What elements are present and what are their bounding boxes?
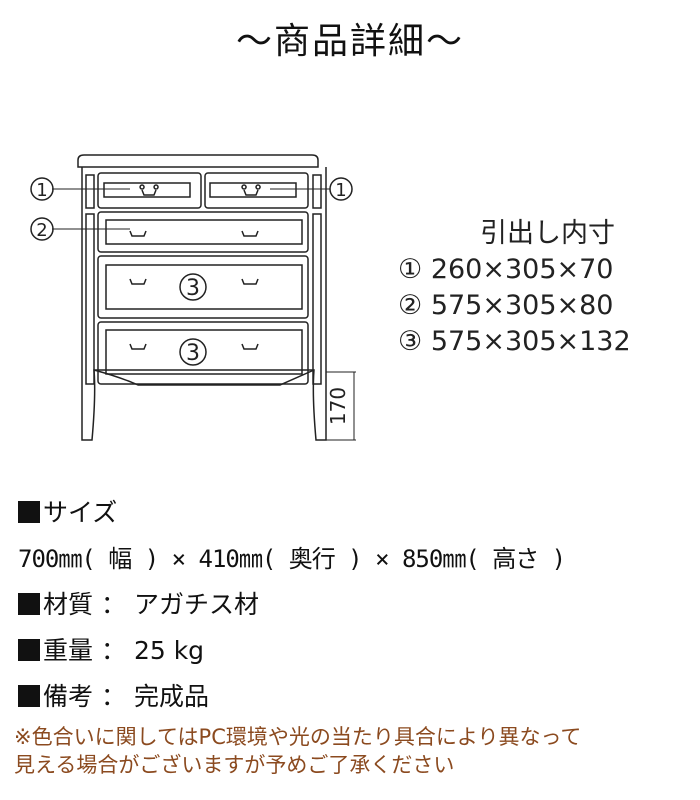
remarks-row: 備考 ： 完成品 — [18, 674, 565, 720]
svg-text:3: 3 — [186, 341, 200, 366]
dimension-value: 260×305×70 — [430, 254, 614, 285]
callout-marker: ② — [398, 290, 423, 321]
remarks-value: 完成品 — [133, 682, 209, 711]
drawer-dimensions-heading: 引出し内寸 — [480, 218, 615, 249]
chest-of-drawers-diagram: 1 1 2 3 3 170 — [30, 154, 356, 441]
square-bullet-icon — [18, 593, 40, 615]
dimension-value: 575×305×80 — [430, 290, 614, 321]
size-heading: サイズ — [43, 498, 118, 527]
svg-text:2: 2 — [36, 220, 47, 241]
spec-list: サイズ 700㎜( 幅 ) × 410㎜( 奥行 ) × 850㎜( 高さ ) … — [18, 490, 566, 720]
drawer-dimension-row: ① 260×305×70 — [398, 252, 631, 288]
leg-height-label: 170 — [326, 387, 350, 425]
square-bullet-icon — [18, 685, 40, 707]
svg-text:1: 1 — [36, 180, 47, 201]
note-line-1: ※色合いに関してはPC環境や光の当たり具合により異なって — [14, 725, 582, 749]
color-disclaimer-note: ※色合いに関してはPC環境や光の当たり具合により異なって 見える場合がございます… — [14, 723, 700, 779]
svg-text:1: 1 — [335, 180, 346, 201]
weight-value: 25 kg — [133, 636, 205, 665]
drawer-dimension-row: ③ 575×305×132 — [398, 324, 631, 360]
size-heading-row: サイズ — [18, 490, 565, 536]
page-title: ～商品詳細～ — [235, 21, 464, 62]
square-bullet-icon — [18, 639, 40, 661]
size-value: 700㎜( 幅 ) × 410㎜( 奥行 ) × 850㎜( 高さ ) — [18, 545, 566, 573]
svg-text:3: 3 — [186, 276, 200, 301]
material-row: 材質 ： アガチス材 — [18, 582, 565, 628]
remarks-label: 備考 — [43, 682, 94, 711]
weight-label: 重量 — [43, 636, 94, 665]
weight-row: 重量 ： 25 kg — [18, 628, 565, 674]
callout-marker: ① — [398, 254, 423, 285]
dimension-value: 575×305×132 — [430, 326, 631, 357]
separator: ： — [100, 636, 126, 665]
separator: ： — [100, 590, 126, 619]
drawer-dimension-row: ② 575×305×80 — [398, 288, 631, 324]
material-label: 材質 — [43, 590, 94, 619]
note-line-2: 見える場合がございますが予めご了承ください — [14, 753, 455, 777]
separator: ： — [100, 682, 126, 711]
material-value: アガチス材 — [133, 590, 259, 619]
square-bullet-icon — [18, 501, 40, 523]
drawer-inner-dimensions: 引出し内寸 ① 260×305×70 ② 575×305×80 ③ 575×30… — [398, 216, 631, 360]
callout-marker: ③ — [398, 326, 423, 357]
